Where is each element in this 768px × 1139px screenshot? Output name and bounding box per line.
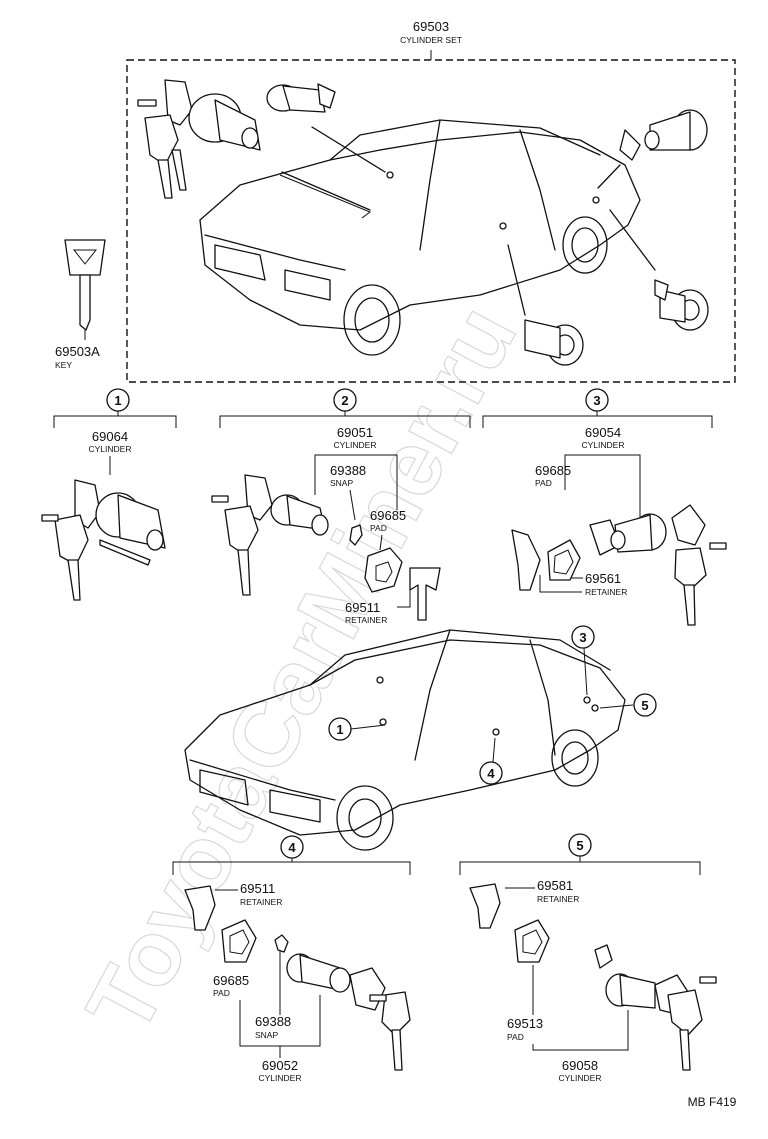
part-number-69685-c: 69685 [213, 973, 249, 988]
callout-3-top: 3 [585, 388, 609, 412]
svg-text:3: 3 [579, 630, 586, 645]
svg-text:4: 4 [288, 840, 296, 855]
callout-1-top: 1 [106, 388, 130, 412]
callout-1-car: 1 [328, 717, 352, 741]
figure-code: MB F419 [688, 1095, 737, 1109]
cylinder-69051-drawing [211, 474, 441, 621]
cylinder-69054-drawing [511, 504, 727, 626]
cylinder-set-parts [137, 79, 709, 366]
svg-text:1: 1 [114, 393, 121, 408]
part-number-69513: 69513 [507, 1016, 543, 1031]
watermark: ToyotaCarMiner.ru [68, 290, 536, 1050]
part-number-69054: 69054 [585, 425, 621, 440]
part-name-69064: CYLINDER [89, 444, 132, 454]
part-number-69051: 69051 [337, 425, 373, 440]
callout-5-bottom: 5 [568, 833, 592, 857]
svg-text:2: 2 [341, 393, 348, 408]
key-icon [64, 239, 106, 340]
part-number-69388-b: 69388 [255, 1014, 291, 1029]
part-number-69058: 69058 [562, 1058, 598, 1073]
part-number-69511-b: 69511 [240, 881, 275, 896]
callout-2-top: 2 [333, 388, 357, 412]
part-name-69051: CYLINDER [334, 440, 377, 450]
part-name-69685-c: PAD [213, 988, 230, 998]
part-number-69581: 69581 [537, 878, 573, 893]
callout-5-car: 5 [633, 693, 657, 717]
part-number-69561: 69561 [585, 571, 621, 586]
svg-text:3: 3 [593, 393, 600, 408]
part-name-key: KEY [55, 360, 72, 370]
part-number-69388-a: 69388 [330, 463, 366, 478]
part-name-69388-b: SNAP [255, 1030, 278, 1040]
cylinder-69058-drawing [469, 883, 717, 1071]
part-number-69685-b: 69685 [535, 463, 571, 478]
part-name-69513: PAD [507, 1032, 524, 1042]
part-name-69511-b: RETAINER [240, 897, 282, 907]
part-name-69581: RETAINER [537, 894, 579, 904]
part-name-69685-a: PAD [370, 523, 387, 533]
car-illustration-top [199, 119, 656, 356]
svg-text:1: 1 [336, 722, 343, 737]
part-number-69511-a: 69511 [345, 600, 380, 615]
part-number-69052: 69052 [262, 1058, 298, 1073]
svg-text:4: 4 [487, 766, 495, 781]
part-name-69054: CYLINDER [582, 440, 625, 450]
part-number-69503: 69503 [413, 19, 449, 34]
svg-text:5: 5 [576, 838, 583, 853]
cylinder-69064-drawing [41, 479, 166, 601]
callout-4-bottom: 4 [280, 835, 304, 859]
svg-text:5: 5 [641, 698, 648, 713]
callout-3-car: 3 [571, 625, 595, 649]
callout-4-car: 4 [479, 761, 503, 785]
car-illustration-middle [184, 629, 634, 851]
part-number-69503a: 69503A [55, 344, 100, 359]
cylinder-69052-drawing [184, 885, 411, 1071]
part-name-69511-a: RETAINER [345, 615, 387, 625]
part-number-69685-a: 69685 [370, 508, 406, 523]
part-number-69064: 69064 [92, 429, 128, 444]
part-name-69561: RETAINER [585, 587, 627, 597]
part-name-69052: CYLINDER [259, 1073, 302, 1083]
part-name-69388-a: SNAP [330, 478, 353, 488]
part-name-69685-b: PAD [535, 478, 552, 488]
part-name-69058: CYLINDER [559, 1073, 602, 1083]
part-name-cylinder-set: CYLINDER SET [400, 35, 462, 45]
